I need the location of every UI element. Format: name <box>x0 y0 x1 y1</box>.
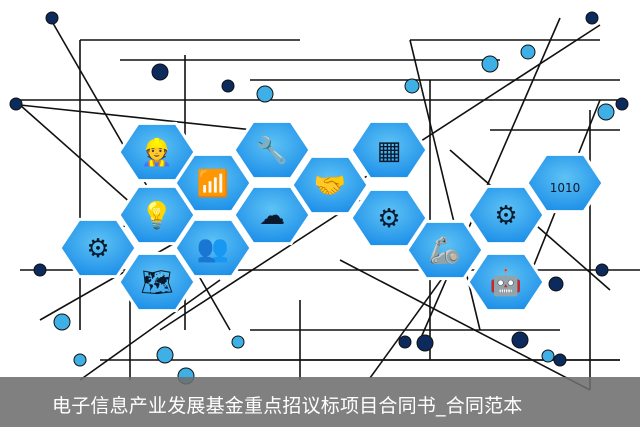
node-dot <box>416 334 434 352</box>
hex-tile: ☁ <box>232 184 312 246</box>
handshake-icon: 🤝 <box>314 171 346 201</box>
node-dot <box>548 276 564 292</box>
node-dot <box>481 55 499 73</box>
people-icon: 👥 <box>197 234 229 264</box>
node-dot <box>256 85 274 103</box>
head-gears-icon: ⚙ <box>377 204 400 234</box>
cloud-icon: ☁ <box>259 201 285 231</box>
node-dot <box>151 63 169 81</box>
gears-icon: ⚙ <box>86 234 109 264</box>
node-dot <box>541 349 555 363</box>
robot-icon: 🤖 <box>490 267 522 298</box>
hex-tile: 🤝 <box>290 154 370 216</box>
hex-tile: ⚙ <box>58 217 138 279</box>
node-dot <box>595 263 609 277</box>
hex-tile: 👷 <box>117 121 197 183</box>
hex-tile: 1010 <box>525 152 605 214</box>
node-dot <box>511 331 529 349</box>
hex-tile: ⚙ <box>466 184 546 246</box>
binary-code-icon: 1010 <box>550 181 581 195</box>
hex-tile: 👥 <box>173 217 253 279</box>
hex-tile: 💡 <box>117 184 197 246</box>
hex-tile: 🔧 <box>232 119 312 181</box>
service-gear-icon: ⚙ <box>494 201 517 231</box>
hexagon-tiles: 👷 🔧 ▦ 📶 🤝 1010 💡 ☁ ⚙ ⚙ ⚙ 👥 🦾 🗺 🤖 <box>58 119 605 313</box>
node-dot <box>585 11 599 25</box>
construction-worker-icon: 👷 <box>141 137 173 168</box>
lightbulb-icon: 💡 <box>141 200 173 231</box>
robot-arm-icon: 🦾 <box>429 236 461 266</box>
node-dot <box>597 103 615 121</box>
hex-tile: 🗺 <box>117 251 197 313</box>
node-dot <box>520 44 536 60</box>
node-dot <box>33 263 47 277</box>
world-map-icon: 🗺 <box>140 268 173 298</box>
node-dot <box>231 335 245 349</box>
tools-icon: 🔧 <box>256 134 288 166</box>
connection-line <box>419 17 561 341</box>
connection-line <box>159 199 361 331</box>
caption-bar: 电子信息产业发展基金重点招议标项目合同书_合同范本 <box>0 377 640 427</box>
node-dot <box>553 353 567 367</box>
node-dot <box>45 11 59 25</box>
hex-tile: 📶 <box>173 152 253 214</box>
node-dot <box>404 78 420 94</box>
hex-tile: 🤖 <box>466 251 546 313</box>
node-dot <box>398 335 412 349</box>
hex-tile: ▦ <box>349 119 429 181</box>
hex-tile: ⚙ <box>349 187 429 249</box>
node-dot <box>73 353 87 367</box>
node-dot <box>53 313 71 331</box>
wifi-icon: 📶 <box>197 168 229 199</box>
org-chart-icon: ▦ <box>377 136 402 166</box>
caption-title: 电子信息产业发展基金重点招议标项目合同书_合同范本 <box>52 395 523 417</box>
connection-line <box>339 259 591 391</box>
node-dot <box>615 97 629 111</box>
hex-tile: 🦾 <box>405 219 485 281</box>
node-dot <box>156 346 174 364</box>
connection-nodes <box>9 11 629 385</box>
node-dot <box>9 97 23 111</box>
connection-line <box>79 279 221 381</box>
node-dot <box>221 79 235 93</box>
